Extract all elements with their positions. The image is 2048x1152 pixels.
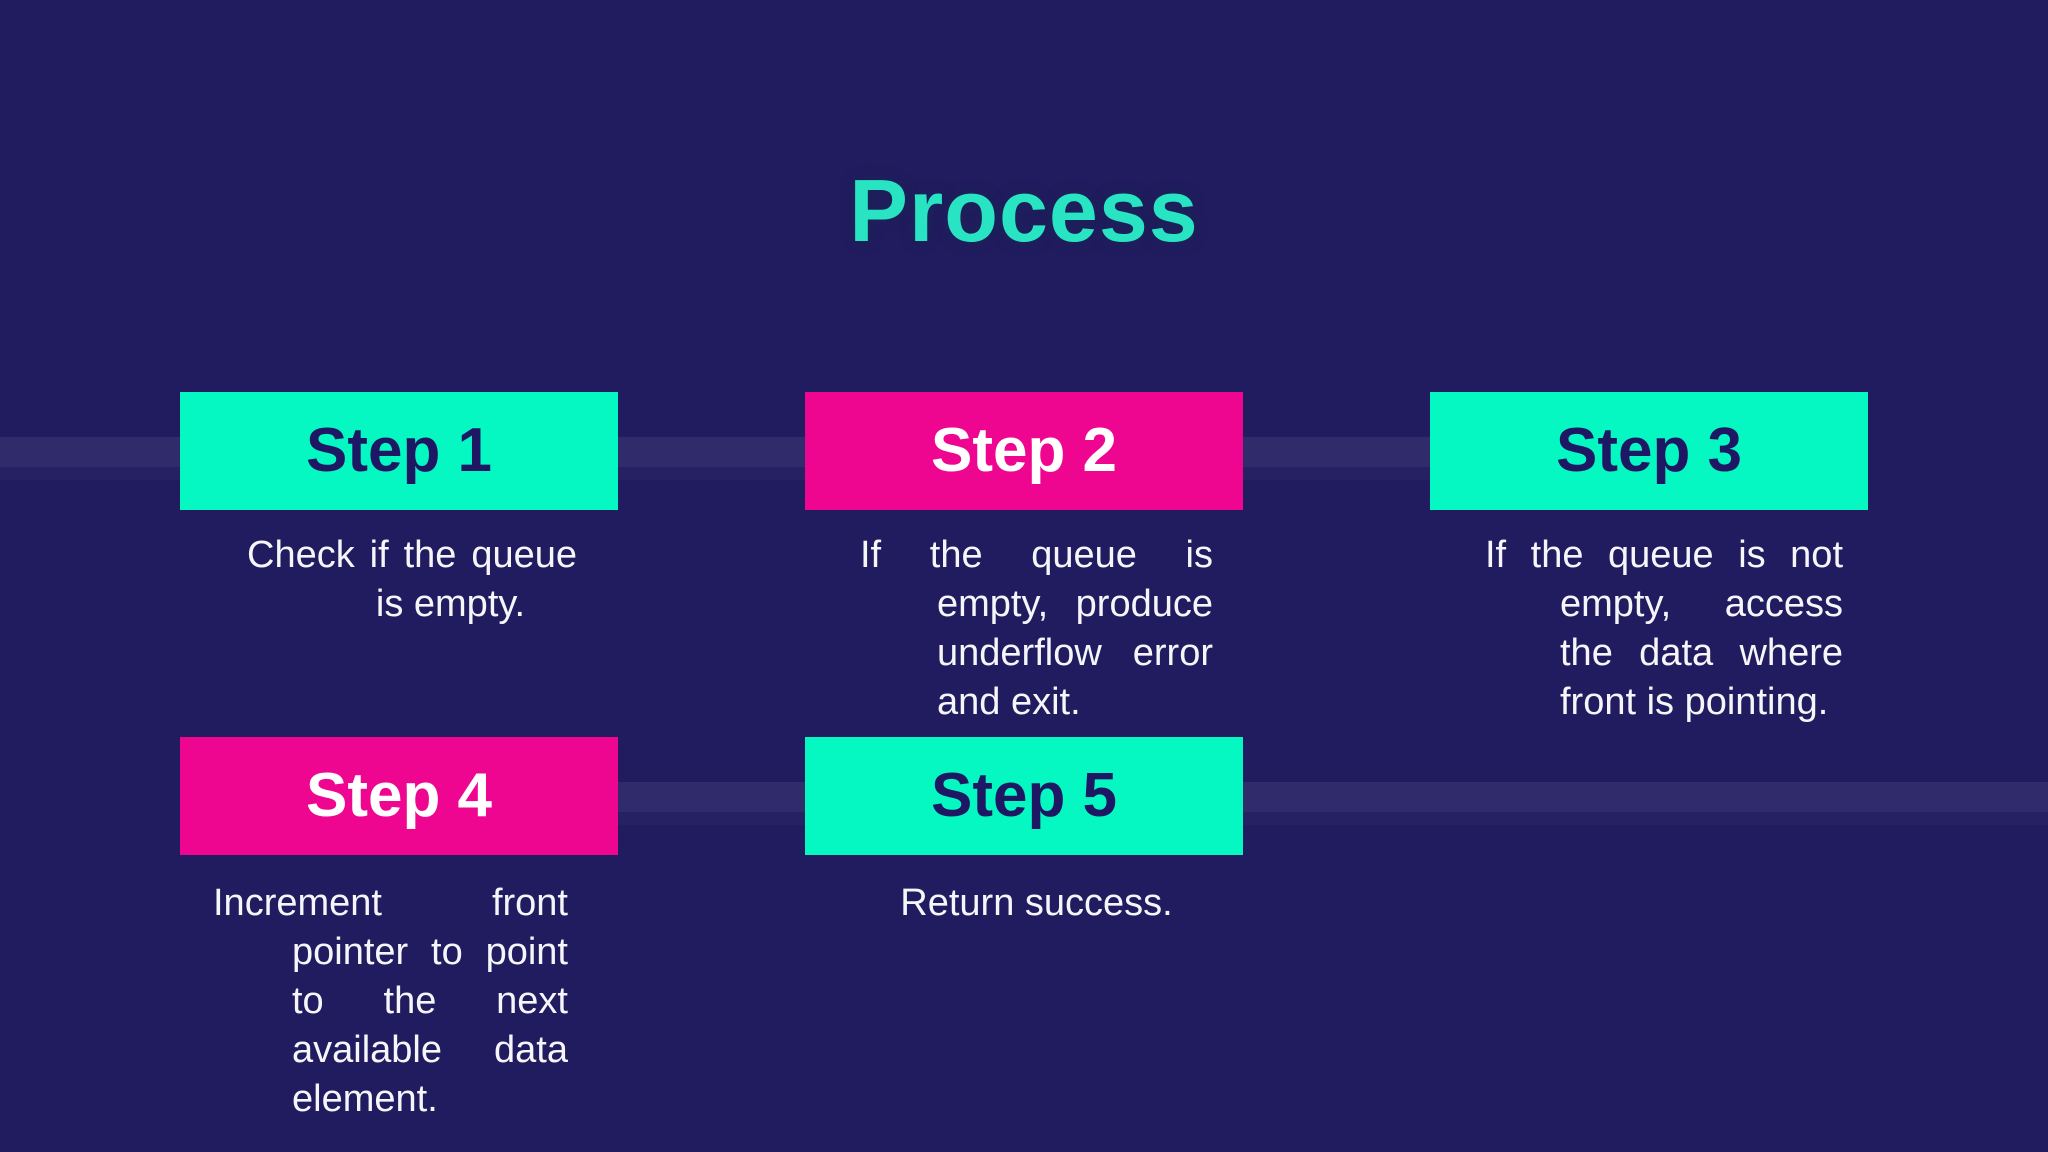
step-3-description: If the queue is not empty, access the data… [1485,531,1843,727]
step-4-label: Step 4 [305,761,493,830]
description-line: If the queue is [860,534,1213,576]
step-4-description: Increment front pointer to point to the ne… [213,879,568,1124]
description-line: pointer to point [292,931,568,973]
description-line: the data where [1560,632,1843,674]
description-line: and exit. [937,681,1081,723]
description-line: underflow error [937,632,1213,674]
step-4-card: Step 4 [180,737,618,855]
description-line: If the queue is not [1485,534,1843,576]
step-3-card: Step 3 [1430,392,1868,510]
step-1-card: Step 1 [180,392,618,510]
step-2-card: Step 2 [805,392,1243,510]
description-line: element. [292,1078,438,1120]
description-line: to the next [292,980,568,1022]
description-line: empty, produce [937,583,1213,625]
description-line: is empty. [375,583,526,625]
step-1-description: Check if the queue is empty. [247,531,577,629]
page-title: Process [849,160,1199,260]
step-2-description: If the queue is empty, produce underflow e… [860,531,1213,727]
description-line: Increment front [213,882,568,924]
step-5-label: Step 5 [930,761,1118,830]
description-line: Return success. [900,882,1173,924]
step-1-label: Step 1 [305,416,493,485]
description-line: available data [292,1029,568,1071]
description-line: Check if the queue [247,534,577,576]
description-line: empty, access [1560,583,1843,625]
step-5-description: Return success. [860,879,1213,928]
step-5-card: Step 5 [805,737,1243,855]
step-3-label: Step 3 [1555,416,1743,485]
step-2-label: Step 2 [930,416,1118,485]
description-line: front is pointing. [1560,681,1829,723]
